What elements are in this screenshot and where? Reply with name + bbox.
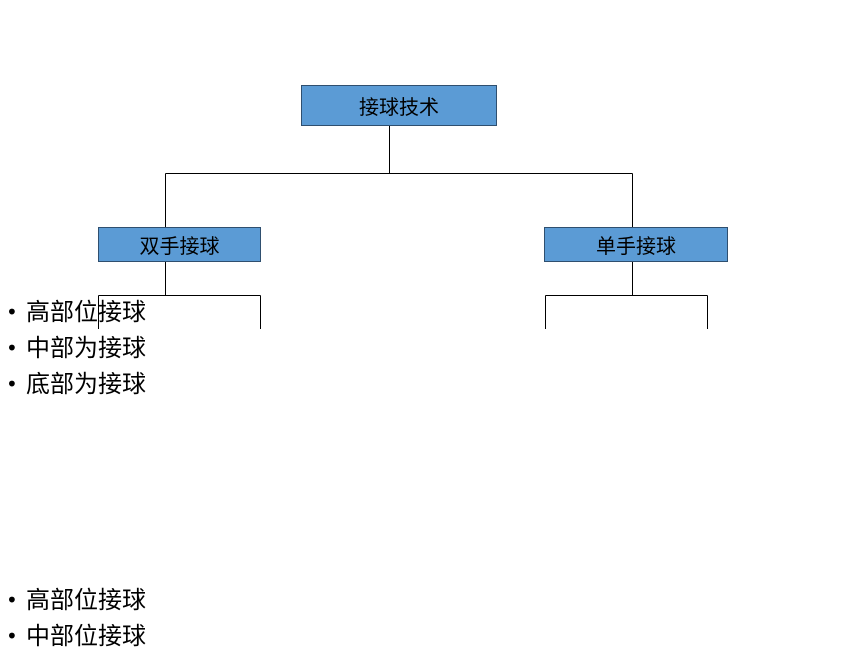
list-item: • 高部位接球 [6, 294, 146, 330]
list-item: • 底部为接球 [6, 366, 146, 402]
two-hand-technique-list: • 高部位接球 • 中部为接球 • 底部为接球 [6, 294, 146, 402]
branch-node-label: 单手接球 [596, 234, 676, 258]
branch-node-label: 双手接球 [139, 234, 220, 258]
branch-node-one-hand: 单手接球 [544, 227, 728, 262]
bullet-icon: • [6, 624, 18, 648]
list-item-text: 中部为接球 [26, 334, 146, 362]
list-item-text: 高部位接球 [26, 298, 146, 326]
bullet-icon: • [6, 588, 18, 612]
list-item-text: 中部位接球 [26, 622, 146, 650]
list-item-text: 高部位接球 [26, 586, 146, 614]
bullet-icon: • [6, 336, 18, 360]
branch-node-two-hand: 双手接球 [98, 227, 261, 262]
bullet-icon: • [6, 300, 18, 324]
root-node-label: 接球技术 [359, 95, 439, 119]
list-item-text: 底部为接球 [26, 370, 146, 398]
list-item: • 中部为接球 [6, 330, 146, 366]
one-hand-technique-list: • 高部位接球 • 中部位接球 [6, 582, 146, 654]
bullet-icon: • [6, 372, 18, 396]
list-item: • 高部位接球 [6, 582, 146, 618]
list-item: • 中部位接球 [6, 618, 146, 654]
root-node: 接球技术 [301, 85, 497, 126]
